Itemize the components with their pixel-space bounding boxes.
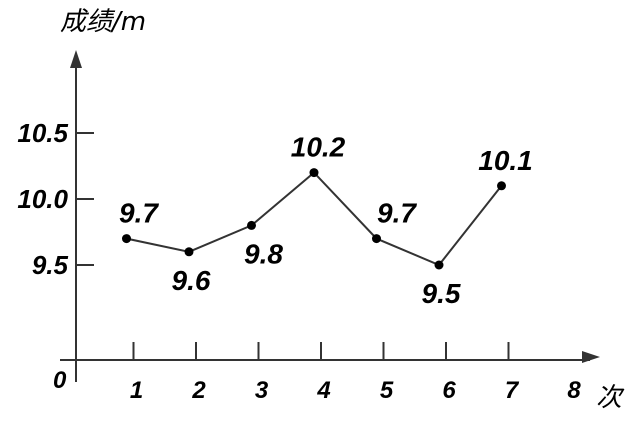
y-tick-label: 9.5 bbox=[32, 250, 69, 280]
data-point bbox=[184, 247, 194, 257]
data-label: 10.2 bbox=[291, 132, 346, 163]
data-point bbox=[434, 260, 444, 270]
x-tick-label: 8 bbox=[567, 377, 581, 404]
data-point bbox=[247, 220, 256, 230]
origin-label: 0 bbox=[53, 367, 67, 394]
x-tick-label: 7 bbox=[505, 377, 520, 404]
x-axis-arrow bbox=[582, 351, 600, 363]
x-tick-label: 1 bbox=[130, 377, 143, 404]
data-label: 9.8 bbox=[244, 238, 283, 269]
y-tick-label: 10.0 bbox=[17, 184, 68, 214]
axes bbox=[60, 50, 600, 382]
y-axis-title: 成绩/m bbox=[60, 7, 146, 37]
y-axis-arrow bbox=[70, 50, 82, 68]
data-label: 9.5 bbox=[422, 278, 461, 309]
data-label: 9.6 bbox=[172, 265, 211, 296]
x-tick-label: 6 bbox=[442, 377, 456, 404]
x-tick-label: 3 bbox=[255, 377, 269, 404]
series-line bbox=[126, 171, 503, 267]
data-point bbox=[309, 168, 319, 178]
data-label: 9.7 bbox=[119, 198, 159, 229]
x-tick-label: 5 bbox=[380, 377, 394, 404]
x-tick-label: 4 bbox=[316, 377, 330, 404]
y-ticks: 9.5 10.0 10.5 bbox=[17, 118, 94, 280]
data-label: 9.7 bbox=[377, 198, 417, 229]
x-tick-label: 2 bbox=[191, 377, 206, 404]
data-point bbox=[372, 234, 381, 244]
data-point bbox=[497, 181, 506, 191]
data-point bbox=[122, 234, 131, 244]
x-ticks: 1 2 3 4 5 6 7 8 bbox=[130, 342, 581, 404]
y-tick-label: 10.5 bbox=[17, 118, 68, 148]
x-axis-title: 次 bbox=[596, 383, 625, 413]
series: 9.7 9.6 9.8 10.2 9.7 9.5 10.1 bbox=[119, 132, 533, 309]
data-label: 10.1 bbox=[478, 145, 533, 176]
